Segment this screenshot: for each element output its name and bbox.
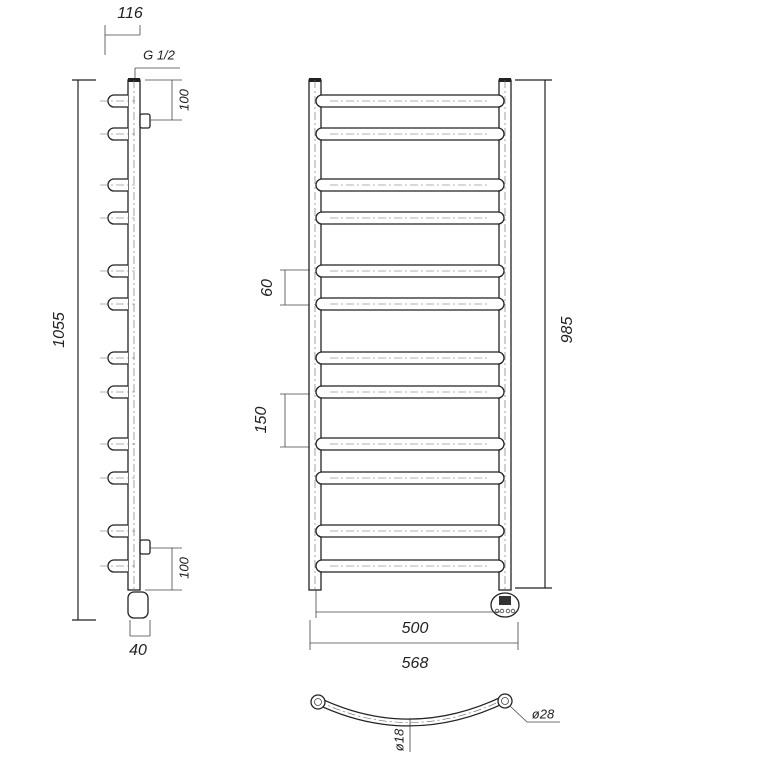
bar-gap-dimension: 60 bbox=[259, 279, 276, 297]
front-view bbox=[308, 78, 520, 618]
thread-label: G 1/2 bbox=[143, 47, 175, 63]
side-view bbox=[100, 78, 151, 619]
rail-diameter-label: ø28 bbox=[531, 706, 555, 722]
dimension-lines bbox=[72, 25, 552, 650]
center-distance-dimension: 500 bbox=[401, 620, 429, 637]
bottom-offset-dimension: 100 bbox=[176, 557, 192, 579]
top-offset-dimension: 100 bbox=[176, 89, 192, 111]
heater-button bbox=[494, 608, 500, 614]
depth-dimension: 116 bbox=[117, 5, 143, 22]
pair-pitch-dimension: 150 bbox=[253, 406, 270, 434]
bar-diameter-label: ø18 bbox=[391, 728, 407, 752]
heater-button bbox=[499, 608, 505, 614]
top-view bbox=[310, 693, 560, 752]
heater-button bbox=[505, 608, 511, 614]
heater-button bbox=[510, 608, 516, 614]
heater-display bbox=[499, 596, 511, 605]
rail-height-dimension: 985 bbox=[559, 316, 576, 344]
heater-element bbox=[127, 591, 149, 619]
heater-width-dimension: 40 bbox=[129, 642, 147, 659]
inlet-fitting bbox=[139, 113, 151, 129]
total-height-dimension: 1055 bbox=[51, 312, 68, 348]
total-width-dimension: 568 bbox=[401, 655, 429, 672]
outlet-fitting bbox=[139, 539, 151, 555]
